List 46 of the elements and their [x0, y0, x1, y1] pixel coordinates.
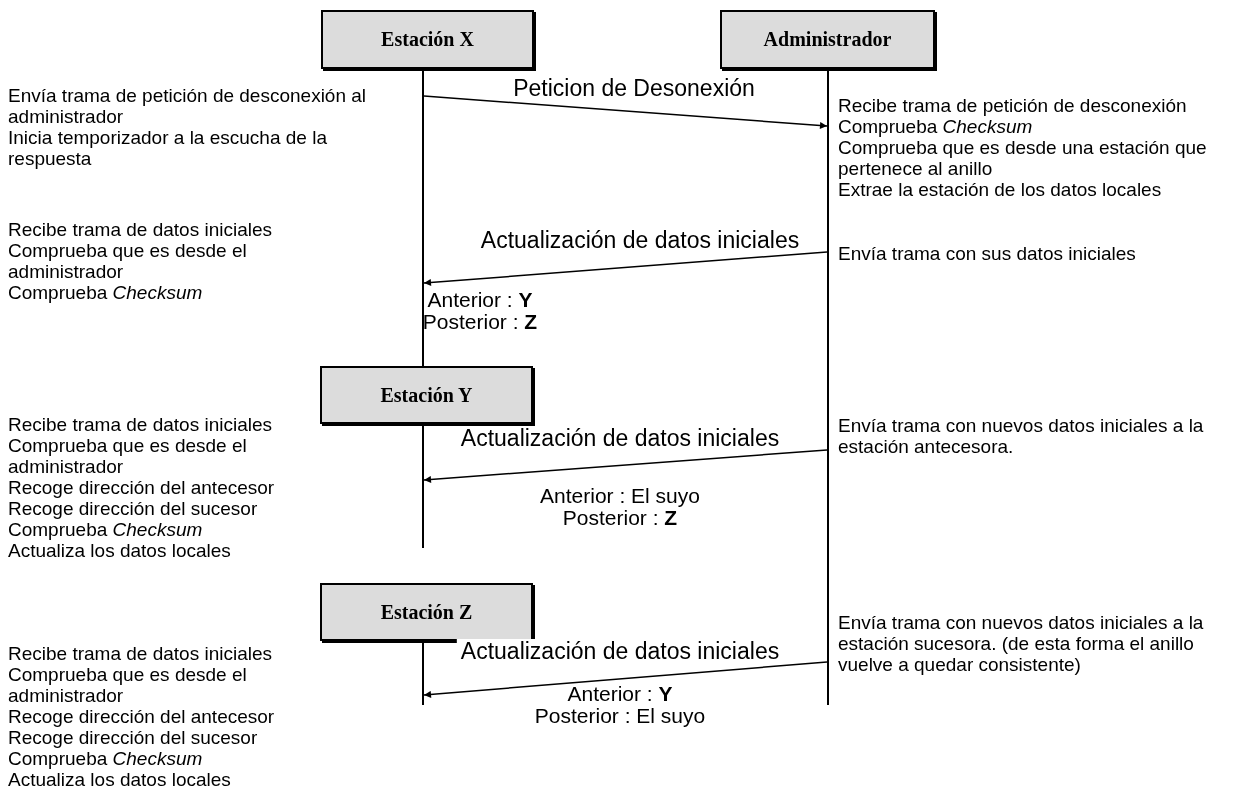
participant-name: Estación X — [381, 29, 474, 50]
step-note: Envía trama de petición de desconexión al administrador — [8, 85, 368, 127]
step-note: Comprueba Checksum — [8, 519, 203, 540]
participant-box — [320, 366, 533, 424]
step-note: Comprueba Checksum — [838, 116, 1033, 137]
participant-box — [320, 583, 533, 641]
message-parameter: Posterior : Z — [562, 507, 678, 529]
lifeline — [422, 69, 424, 366]
message-parameter: Anterior : El suyo — [540, 485, 700, 507]
message-arrow — [423, 251, 828, 286]
step-note: Envía trama con nuevos datos iniciales a la estación antecesora. — [838, 415, 1205, 457]
message-arrow — [423, 95, 828, 129]
step-note: Envía trama con nuevos datos iniciales a la estación sucesora. (de esta forma el anillo vuelve a quedar consistente) — [838, 612, 1205, 675]
step-note: Recoge dirección del antecesor — [8, 477, 275, 498]
step-note: Comprueba Checksum — [8, 748, 203, 769]
step-note: Recoge dirección del antecesor — [8, 706, 275, 727]
message-arrow — [423, 661, 828, 698]
step-note: Actualiza los datos locales — [8, 769, 231, 790]
participant-name: Estación Z — [380, 601, 473, 623]
message-parameter: Anterior : Y — [427, 289, 533, 311]
step-note: Comprueba que es desde el administrador — [8, 664, 248, 706]
step-note: Recibe trama de datos iniciales — [8, 219, 273, 240]
step-note: Comprueba Checksum — [8, 282, 203, 303]
step-note: Extrae la estación de los datos locales — [838, 179, 1162, 200]
participant-box — [720, 10, 935, 69]
step-note: Recoge dirección del sucesor — [8, 498, 258, 519]
participant-name: Estación Y — [380, 384, 473, 406]
step-note: Inicia temporizador a la escucha de la respuesta — [8, 127, 328, 169]
step-note: Envía trama con sus datos iniciales — [838, 243, 1136, 264]
step-note: Comprueba que es desde una estación que pertenece al anillo — [838, 137, 1208, 179]
participant-name: Administrador — [763, 29, 892, 50]
step-note: Actualiza los datos locales — [8, 540, 231, 561]
message-parameter: Posterior : Z — [422, 311, 538, 333]
step-note: Recibe trama de datos iniciales — [8, 643, 273, 664]
step-note: Recibe trama de petición de desconexión — [838, 95, 1187, 116]
step-note: Recibe trama de datos iniciales — [8, 414, 273, 435]
participant-box — [321, 10, 534, 69]
message-arrow — [423, 449, 828, 483]
lifeline — [422, 424, 424, 548]
step-note: Comprueba que es desde el administrador — [8, 435, 248, 477]
step-note: Comprueba que es desde el administrador — [8, 240, 248, 282]
message-parameter: Anterior : Y — [567, 683, 673, 705]
step-note: Recoge dirección del sucesor — [8, 727, 258, 748]
lifeline — [827, 69, 829, 705]
lifeline — [422, 641, 424, 705]
message-parameter: Posterior : El suyo — [534, 705, 706, 727]
